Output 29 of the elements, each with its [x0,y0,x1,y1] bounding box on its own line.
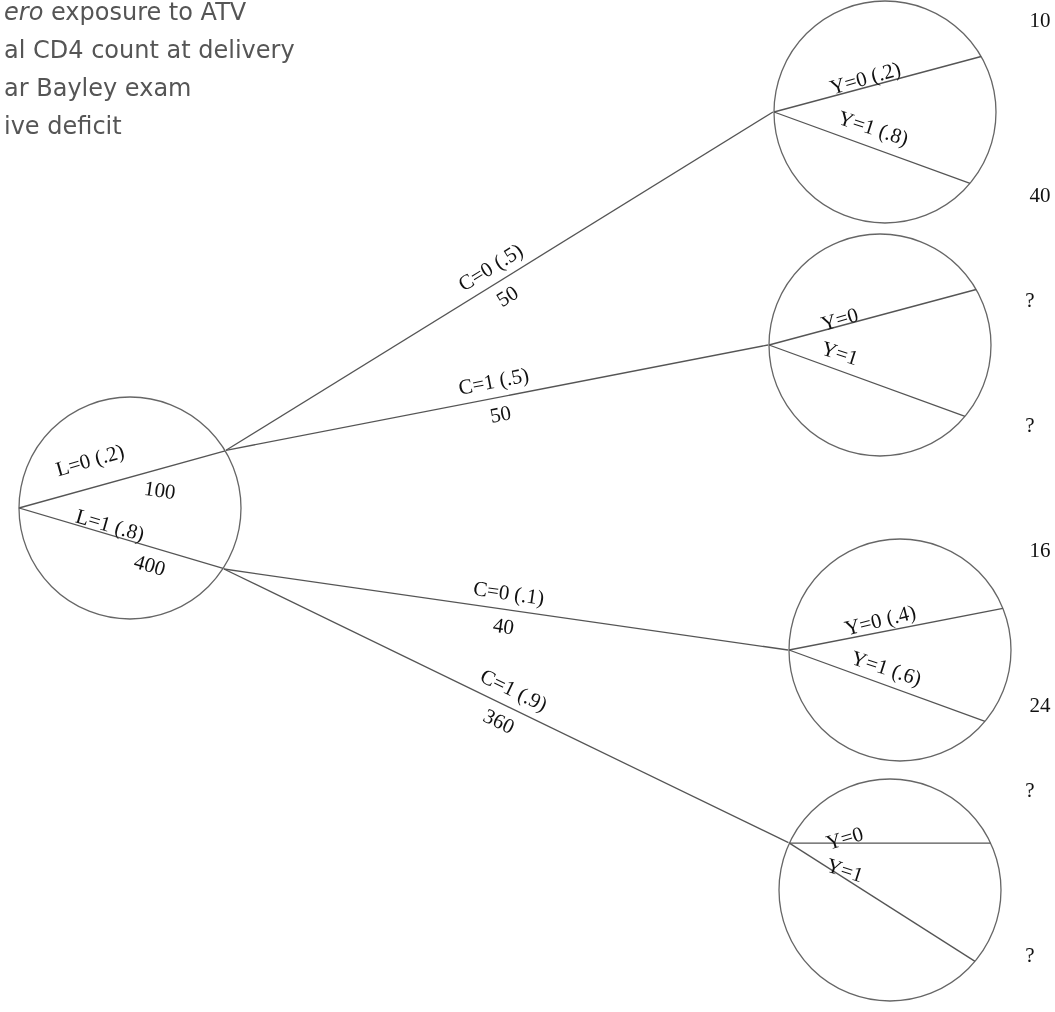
branch-line [225,344,769,451]
branch-label: Y=0 [824,823,866,854]
note-text: ar Bayley exam [4,76,192,100]
outcome-count: ? [1025,780,1035,801]
branch-label: L=0 (.2) [53,440,127,481]
branch-label: 100 [142,477,178,504]
note-text: ive deficit [4,114,122,138]
outcome-count: ? [1025,415,1035,436]
branch-label: Y=1 [823,854,867,887]
outcome-count: ? [1025,945,1035,966]
branch-label: Y=1 [818,337,862,370]
branch-label: L=1 (.8) [73,505,147,546]
branch-line [225,111,774,451]
branch-line [223,568,789,651]
outcome-count: 24 [1029,695,1051,716]
branch-label: 400 [131,551,169,580]
branch-label: Y=1 (.8) [835,107,911,150]
branch-label: Y=0 [819,304,861,335]
outcome-count: 40 [1029,185,1051,206]
outcome-count: 10 [1029,10,1051,31]
branch-label: Y=1 (.6) [848,647,924,690]
branch-label: Y=0 (.4) [842,601,918,640]
note-text: ero exposure to ATV [4,0,247,24]
branch-label: Y=0 (.2) [827,58,903,99]
outcome-count: ? [1025,290,1035,311]
chance-node-circle [18,396,242,620]
outcome-count: 16 [1029,540,1051,561]
note-text: al CD4 count at delivery [4,38,295,62]
branch-line [223,568,790,844]
